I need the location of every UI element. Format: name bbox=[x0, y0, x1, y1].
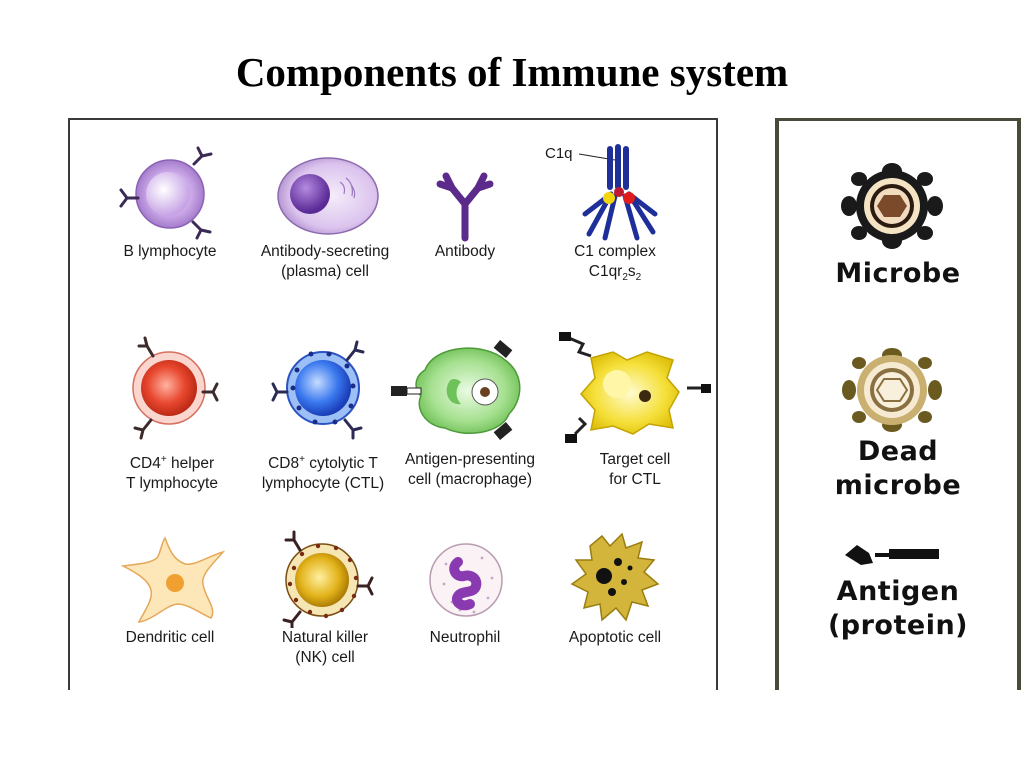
dendritic-cell-label: Dendritic cell bbox=[125, 629, 215, 646]
apoptotic-cell-icon bbox=[570, 532, 660, 622]
c1-complex-icon: C1q bbox=[545, 144, 658, 241]
cd4-t-lymphocyte-label: CD4+ helper T lymphocyte bbox=[126, 454, 218, 493]
apoptotic-cell: Apoptotic cell bbox=[535, 528, 695, 648]
dendritic-cell: Dendritic cell bbox=[90, 528, 250, 648]
apoptotic-cell-label: Apoptotic cell bbox=[568, 629, 662, 646]
nk-cell: Natural killer(NK) cell bbox=[245, 528, 405, 668]
plasma-cell: Antibody-secreting(plasma) cell bbox=[245, 142, 405, 282]
microbe-label: Microbe bbox=[835, 258, 961, 289]
dendritic-cell-icon bbox=[120, 536, 226, 623]
cd8-t-lymphocyte-label: CD8+ cytolytic T lymphocyte (CTL) bbox=[261, 454, 385, 493]
cd4-t-lymphocyte-icon bbox=[132, 336, 219, 440]
antigen-protein-icon bbox=[845, 545, 939, 565]
c1-complex-label: C1 complex C1qr2s2 bbox=[574, 243, 656, 284]
b-lymphocyte-label: B lymphocyte bbox=[123, 243, 217, 260]
microbe-icon bbox=[841, 163, 943, 249]
cd8-t-lymphocyte-icon bbox=[271, 340, 365, 440]
c1-complex-cell: C1q C1 complex C1qr2s2 bbox=[535, 142, 695, 288]
cell-types-panel: B lymphocyte Antibody-secreting(plasma) … bbox=[68, 118, 718, 690]
macrophage-icon bbox=[391, 340, 521, 440]
neutrophil-cell: Neutrophil bbox=[385, 528, 545, 648]
plasma-cell-label: Antibody-secreting(plasma) cell bbox=[260, 243, 390, 280]
nk-cell-label: Natural killer(NK) cell bbox=[281, 629, 369, 666]
antibody-cell: Antibody bbox=[385, 142, 545, 262]
cd4-t-cell: CD4+ helper T lymphocyte bbox=[92, 330, 252, 494]
antibody-icon bbox=[436, 172, 494, 242]
c1q-label: C1q bbox=[545, 145, 573, 162]
cd8-t-cell: CD8+ cytolytic T lymphocyte (CTL) bbox=[243, 330, 403, 494]
plasma-cell-icon bbox=[277, 157, 379, 235]
b-lymphocyte-cell: B lymphocyte bbox=[90, 142, 250, 262]
neutrophil-icon bbox=[429, 543, 503, 617]
target-cell-icon bbox=[559, 332, 711, 443]
neutrophil-label: Neutrophil bbox=[429, 629, 501, 646]
dead-microbe-icon bbox=[842, 348, 942, 432]
antibody-label: Antibody bbox=[434, 243, 496, 260]
nk-cell-icon bbox=[282, 530, 374, 628]
b-lymphocyte-icon bbox=[119, 146, 213, 240]
page-title: Components of Immune system bbox=[235, 49, 789, 95]
antigen-label: Antigen(protein) bbox=[827, 576, 969, 641]
